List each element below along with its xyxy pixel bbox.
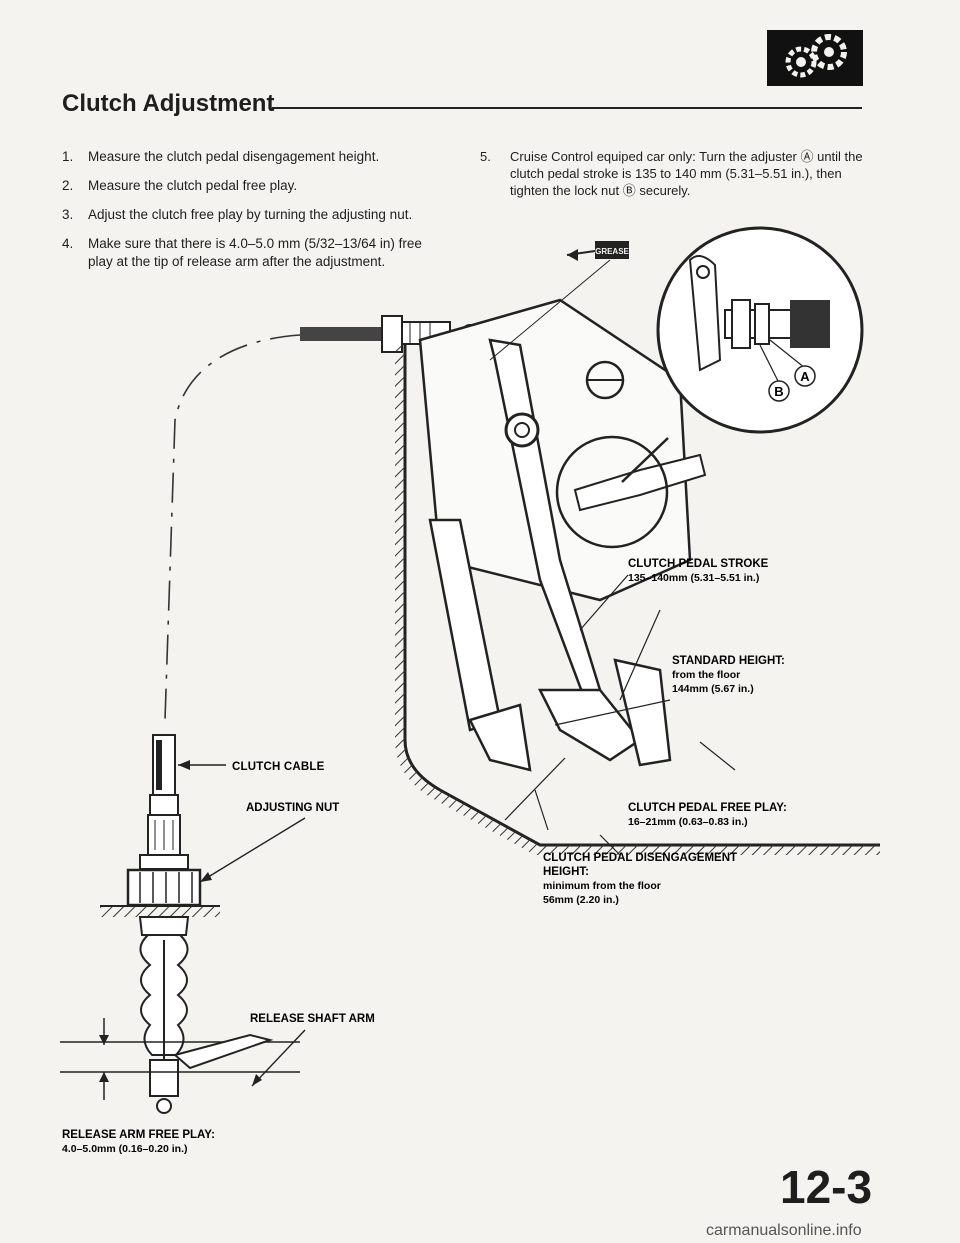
step-number: 2. [62,178,74,193]
clutch-cable-label: CLUTCH CABLE [232,761,325,773]
step-number: 3. [62,207,74,222]
cable-assembly [60,734,300,1114]
title-rule [272,107,862,109]
gears-icon [767,30,863,86]
disengagement-title-2: HEIGHT: [543,866,589,878]
disengagement-line1: minimum from the floor [543,880,661,892]
standard-height-line1: from the floor [672,669,740,681]
pedal-free-play-title: CLUTCH PEDAL FREE PLAY: [628,802,787,814]
callout-b-letter: B [774,384,783,399]
step-item: 5. Cruise Control equiped car only: Turn… [480,148,870,199]
step-item: 3. Adjust the clutch free play by turning… [62,206,422,224]
step-number: 5. [480,149,491,164]
step-text: Adjust the clutch free play by turning t… [88,207,413,222]
standard-height-line2: 144mm (5.67 in.) [672,683,754,695]
grease-label: GREASE [595,247,629,256]
callout-a-letter: A [800,369,810,384]
grease-marker [489,241,629,361]
callout-b-marker [768,380,790,402]
watermark: carmanualsonline.info [706,1222,862,1239]
release-shaft-arm-label: RELEASE SHAFT ARM [250,1013,375,1025]
standard-height-title: STANDARD HEIGHT: [672,655,785,667]
page-title: Clutch Adjustment [62,90,275,117]
step-number: 1. [62,149,74,164]
step-text: Cruise Control equiped car only: Turn th… [510,149,863,198]
steps-list: 1. Measure the clutch pedal disengagement… [62,148,422,282]
page-number: 12-3 [780,1161,873,1213]
pedal-free-play-value: 16–21mm (0.63–0.83 in.) [628,816,748,828]
pedal-stroke-value: 135–140mm (5.31–5.51 in.) [628,572,759,584]
step-text: Measure the clutch pedal disengagement h… [88,149,380,164]
disengagement-title: CLUTCH PEDAL DISENGAGEMENT [543,852,737,864]
callout-a-marker [794,365,816,387]
step-number: 4. [62,236,74,251]
release-arm-free-play-value: 4.0–5.0mm (0.16–0.20 in.) [62,1143,188,1155]
step-text: Measure the clutch pedal free play. [88,178,298,193]
release-arm-free-play-title: RELEASE ARM FREE PLAY: [62,1129,215,1141]
step-item: 4. Make sure that there is 4.0–5.0 mm (5/… [62,235,422,271]
step-item: 1. Measure the clutch pedal disengagement… [62,148,422,166]
pedal-stroke-title: CLUTCH PEDAL STROKE [628,558,769,570]
step-item: 2. Measure the clutch pedal free play. [62,177,422,195]
adjusting-nut-label: ADJUSTING NUT [246,802,339,814]
step-text: Make sure that there is 4.0–5.0 mm (5/32… [88,236,422,269]
disengagement-line2: 56mm (2.20 in.) [543,894,619,906]
